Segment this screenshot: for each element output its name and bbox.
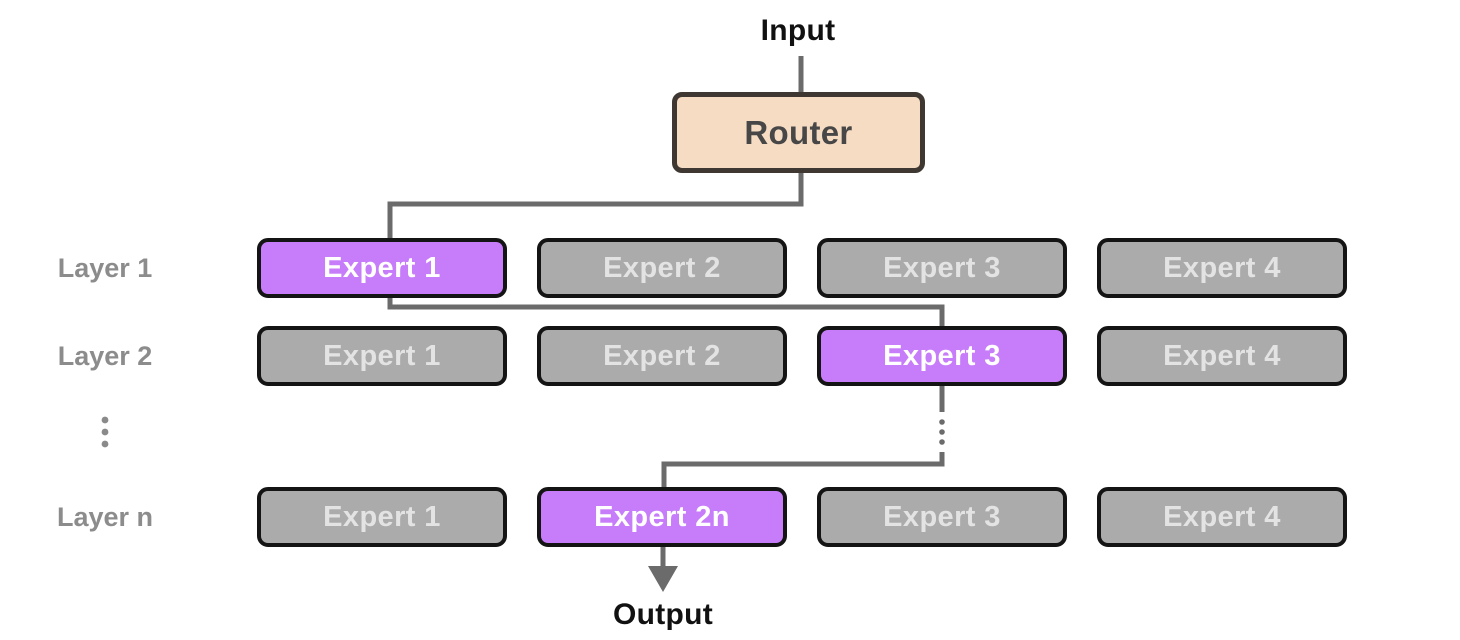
layer-n-label: Layer n	[56, 502, 154, 532]
layer-2-label: Layer 2	[57, 341, 153, 371]
layer2-expert2-box: Expert 2	[537, 326, 787, 386]
layer1-expert3-box: Expert 3	[817, 238, 1067, 298]
layer2-expert1-box: Expert 1	[257, 326, 507, 386]
layern-expert4-box: Expert 4	[1097, 487, 1347, 547]
layer1-expert2-box: Expert 2	[537, 238, 787, 298]
omitted-layers-ellipsis-icon	[101, 416, 109, 448]
layer1-expert4-box: Expert 4	[1097, 238, 1347, 298]
layer-1-label: Layer 1	[57, 253, 153, 283]
layer2-expert4-box: Expert 4	[1097, 326, 1347, 386]
output-label: Output	[612, 598, 714, 631]
layer1-expert1-box: Expert 1	[257, 238, 507, 298]
layer1-expert1-to-layer2-expert3-line	[387, 298, 945, 326]
layer2-expert3-box: Expert 3	[817, 326, 1067, 386]
dotted-line-dots-icon	[939, 419, 945, 445]
layern-expert3-box: Expert 3	[817, 487, 1067, 547]
router-box: Router	[672, 92, 925, 173]
arrow-down-icon	[648, 566, 678, 592]
input-label: Input	[760, 14, 836, 47]
router-to-layer1-expert1-line	[387, 173, 804, 238]
layern-expert1-box: Expert 1	[257, 487, 507, 547]
layern-expert2n-box: Expert 2n	[537, 487, 787, 547]
dotted-to-layern-expert2n-line	[661, 452, 945, 487]
